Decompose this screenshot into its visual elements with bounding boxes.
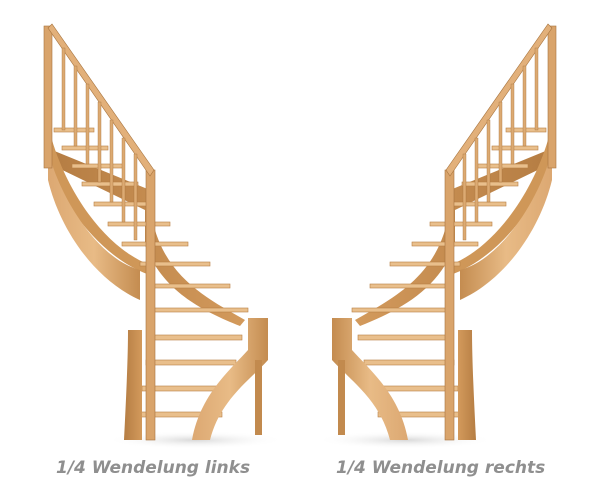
caption-left: 1/4 Wendelung links <box>56 458 251 478</box>
caption-right: 1/4 Wendelung rechts <box>336 458 546 478</box>
